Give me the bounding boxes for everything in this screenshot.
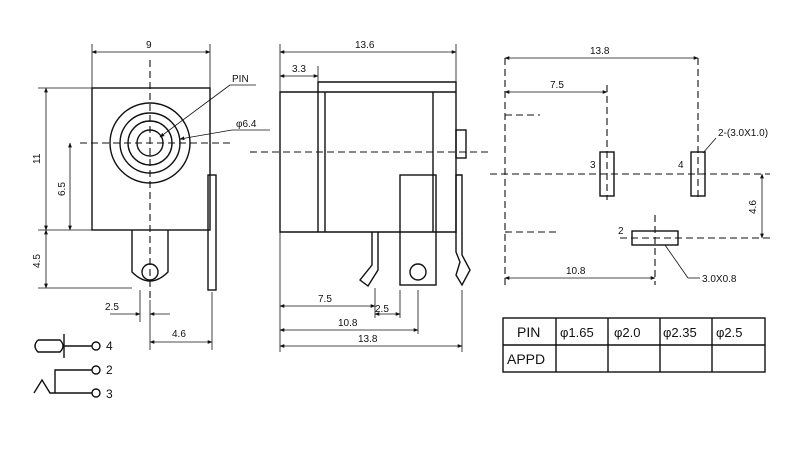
side-rear-lug xyxy=(455,129,467,159)
side-rear-pin xyxy=(455,174,471,287)
label-pcb-slot-2: 3.0X0.8 xyxy=(702,274,737,285)
dim-side-length: 13.6 xyxy=(355,40,375,51)
schematic-wire-3 xyxy=(33,378,92,394)
schematic-label-4: 4 xyxy=(106,339,113,353)
dim-front-lead-offset: 4.6 xyxy=(172,329,186,340)
schematic-node-2 xyxy=(91,365,101,375)
schematic-node-4 xyxy=(91,341,101,351)
table-header-pin: PIN xyxy=(517,324,540,340)
side-view: 13.6 3.3 7.5 2.5 10.8 13.8 xyxy=(250,40,490,352)
dim-side-pin-1: 7.5 xyxy=(318,294,332,305)
front-side-lead xyxy=(207,174,217,291)
pcb-slot-4 xyxy=(690,151,706,197)
dim-side-pin-2: 2.5 xyxy=(375,304,389,315)
schematic-label-3: 3 xyxy=(106,387,113,401)
front-view: 9 11 6.5 4.5 PIN φ6.4 2.5 4.6 xyxy=(32,40,270,350)
pcb-pad-2-label: 2 xyxy=(618,226,624,237)
schematic-label-2: 2 xyxy=(106,363,113,377)
label-pcb-slot: 2-(3.0X1.0) xyxy=(718,128,768,139)
dim-front-width: 9 xyxy=(146,40,152,51)
front-lower-pin xyxy=(141,263,159,281)
side-body-outline xyxy=(279,81,457,233)
dim-side-pin-4: 13.8 xyxy=(358,334,378,345)
schematic-wire-2 xyxy=(54,369,92,393)
dim-front-bore: φ6.4 xyxy=(236,119,257,130)
table-col-1: φ1.65 xyxy=(560,325,594,340)
dim-front-pin-offset: 2.5 xyxy=(105,302,119,313)
pcb-pad-3-label: 3 xyxy=(590,160,596,171)
dim-side-step: 3.3 xyxy=(292,64,306,75)
label-pin: PIN xyxy=(232,74,249,85)
front-body-outline xyxy=(91,87,211,231)
side-center-lead xyxy=(399,174,437,286)
pin-table: PIN APPD φ1.65 φ2.0 φ2.35 φ2.5 xyxy=(502,317,766,373)
pcb-pad-4-label: 4 xyxy=(678,160,684,171)
pcb-slot-2 xyxy=(631,230,679,246)
dim-pcb-offset: 7.5 xyxy=(550,80,564,91)
dim-pcb-vertical: 4.6 xyxy=(748,200,759,214)
side-front-pin xyxy=(359,232,379,288)
table-col-3: φ2.35 xyxy=(663,325,697,340)
table-col-2: φ2.0 xyxy=(614,325,641,340)
pcb-slot-3 xyxy=(599,151,615,197)
table-col-4: φ2.5 xyxy=(716,325,743,340)
pcb-layout: 13.8 7.5 3 4 2-(3.0X1.0) 2 4.6 10.8 3.0X… xyxy=(490,46,770,285)
dim-front-center-height: 6.5 xyxy=(57,182,68,196)
schematic-node-3 xyxy=(91,388,101,398)
dim-front-height: 11 xyxy=(32,153,43,164)
schematic-plug xyxy=(34,339,64,353)
dim-front-lower-height: 4.5 xyxy=(32,254,43,268)
dim-side-pin-3: 10.8 xyxy=(338,318,358,329)
table-header-appd: APPD xyxy=(507,351,545,367)
front-lower-tab xyxy=(131,230,169,282)
dim-pcb-horizontal: 10.8 xyxy=(566,266,586,277)
side-lead-hole xyxy=(409,263,427,281)
schematic-symbol: 4 2 3 xyxy=(33,334,113,401)
dim-pcb-total: 13.8 xyxy=(590,46,610,57)
